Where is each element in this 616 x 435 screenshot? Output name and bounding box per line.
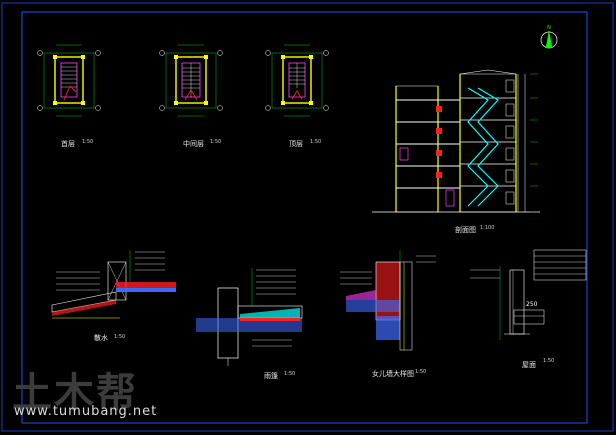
detail4-title: 屋面	[522, 361, 536, 369]
plan3-title: 顶层	[289, 140, 303, 148]
detail3-scale: 1:50	[415, 369, 427, 375]
detail-roof: 250	[470, 249, 587, 340]
detail2-title: 雨篷	[264, 372, 278, 380]
north-arrow-icon: N	[540, 25, 558, 49]
floor-plan-2	[159, 44, 223, 117]
detail-canopy	[196, 268, 303, 366]
detail-parapet	[340, 250, 436, 351]
plan3-scale: 1:50	[310, 139, 322, 145]
detail3-title: 女儿墙大样图	[372, 370, 414, 378]
detail1-title: 散水	[94, 334, 108, 342]
building-section	[372, 69, 540, 213]
svg-text:250: 250	[526, 301, 538, 308]
sheet-frame-inner	[21, 11, 588, 424]
plan1-scale: 1:50	[82, 139, 94, 145]
plan1-title: 首层	[61, 140, 75, 148]
plan2-title: 中间层	[183, 140, 204, 148]
detail1-scale: 1:50	[114, 334, 126, 340]
detail4-scale: 1:50	[543, 358, 555, 364]
svg-text:N: N	[547, 25, 551, 31]
watermark-url: www.tumubang.net	[14, 404, 158, 419]
section-scale: 1:100	[480, 225, 495, 231]
detail-apron	[51, 250, 176, 319]
detail2-scale: 1:50	[284, 371, 296, 377]
floor-plan-3	[265, 44, 329, 117]
plan2-scale: 1:50	[210, 139, 222, 145]
watermark-logo: 土木帮	[12, 369, 138, 416]
section-title: 剖面图	[455, 226, 476, 234]
floor-plan-1	[37, 44, 101, 117]
